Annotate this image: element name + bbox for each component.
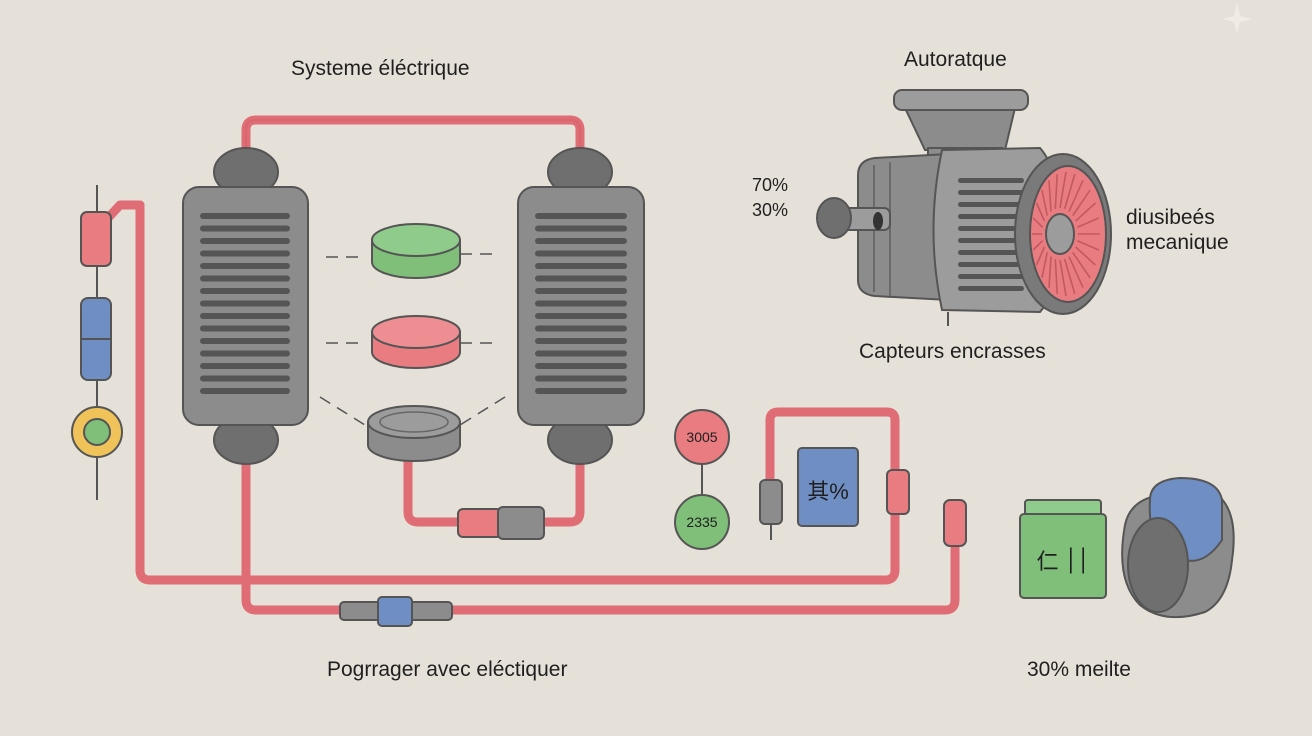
motor-spoke (1048, 256, 1052, 288)
radiator-fin (535, 263, 627, 269)
right-radiator (517, 147, 645, 465)
radiator-fin (200, 225, 290, 232)
radiator-fin (535, 375, 627, 382)
radiator-fin (535, 225, 627, 232)
radiator-fin (535, 350, 627, 357)
radiator-fin (200, 275, 290, 282)
blue-panel-text: 其% (807, 479, 849, 504)
motor-fin (958, 226, 1024, 231)
radiator-fin (200, 288, 290, 294)
motor-spoke (1077, 217, 1100, 229)
radiator-fin (535, 238, 627, 244)
motor-spoke (1041, 252, 1049, 279)
radiator-fin (200, 250, 290, 257)
radiator-fin (535, 363, 627, 369)
motor-fin (958, 190, 1024, 195)
wire-bottom (241, 455, 960, 615)
motor-fin (958, 214, 1024, 219)
percent-top: 70% (752, 175, 789, 195)
motor-spoke (1035, 202, 1046, 222)
green-box-text: 仁 ׀׀ (1036, 549, 1090, 574)
motor-fin (958, 274, 1024, 279)
radiator-fin (535, 300, 627, 307)
title-right: Autoratque (904, 48, 1007, 71)
radiator-fin (200, 313, 290, 319)
green-badge-circle (674, 494, 730, 550)
motor-spoke (1041, 189, 1049, 216)
motor-spoke (1054, 259, 1058, 294)
green-cylinder (371, 223, 461, 279)
radiator-fin (535, 313, 627, 319)
motor-spoke (1063, 173, 1076, 210)
radiator-fin (200, 338, 290, 344)
left-red-fuse (80, 211, 112, 267)
motor-spoke (1035, 246, 1046, 266)
bottom-blue-coupler (377, 596, 413, 627)
motor-fin (958, 250, 1024, 255)
radiator-fin (200, 325, 290, 332)
red-badge-text: 3005 (686, 429, 718, 445)
blue-panel (797, 447, 859, 527)
bottom-right-label: 30% meilte (1027, 658, 1131, 681)
motor-fin (958, 238, 1024, 243)
left-green-core (83, 418, 111, 446)
red-fuse-right (886, 469, 910, 515)
radiator-fin (535, 388, 627, 394)
lower-gray-connector (497, 506, 545, 540)
gray-fuse (759, 479, 783, 525)
side-label-line1: diusibeés (1126, 206, 1215, 229)
radiator-fin (535, 275, 627, 282)
motor-spoke (1032, 217, 1044, 228)
radiator-fin (200, 300, 290, 307)
red-cylinder (371, 315, 461, 369)
gray-blue-device (1121, 476, 1235, 619)
radiator-fin (535, 213, 627, 219)
radiator-fin (200, 213, 290, 219)
motor-fin (958, 202, 1024, 207)
motor-spoke (1072, 251, 1091, 279)
radiator-fin (200, 263, 290, 269)
radiator-fin (535, 250, 627, 257)
radiator-fin (200, 363, 290, 369)
motor-spoke (1075, 202, 1096, 222)
radiator-fin (535, 288, 627, 294)
motor-spoke (1068, 256, 1084, 289)
red-badge-circle (674, 409, 730, 465)
gray-cylinder (367, 405, 461, 462)
percent-bottom: 30% (752, 200, 789, 220)
red-terminal-bottom (943, 499, 967, 547)
radiator-fin (535, 325, 627, 332)
left-radiator (182, 147, 309, 465)
green-badge-text: 2335 (686, 514, 718, 530)
motor-fin (958, 262, 1024, 267)
motor-spoke (1032, 240, 1044, 251)
motor-spoke (1059, 171, 1067, 209)
motor-assembly (816, 89, 1112, 326)
motor-fin (958, 178, 1024, 183)
side-label-line2: mecanique (1126, 231, 1229, 254)
radiator-fin (535, 338, 627, 344)
radiator-fin (200, 375, 290, 382)
motor-spoke (1072, 189, 1091, 217)
wire-top-bridge (241, 115, 585, 160)
motor-spoke (1059, 259, 1067, 297)
motor-spoke (1048, 180, 1052, 212)
bottom-label: Pogrrager avec eléctiquer (327, 658, 568, 681)
motor-spoke (1054, 174, 1058, 209)
motor-spoke (1068, 179, 1084, 212)
sparkle-icon (1222, 2, 1252, 34)
lower-red-connector (457, 508, 503, 538)
motor-spoke (1063, 258, 1076, 295)
title-left: Systeme éléctrique (291, 57, 470, 80)
motor-spoke (1075, 246, 1096, 266)
motor-fin (958, 286, 1024, 291)
sensors-label: Capteurs encrasses (859, 340, 1046, 363)
radiator-fin (200, 350, 290, 357)
radiator-fin (200, 388, 290, 394)
motor-spoke (1077, 239, 1100, 251)
radiator-fin (200, 238, 290, 244)
green-meter-box (1019, 499, 1107, 599)
